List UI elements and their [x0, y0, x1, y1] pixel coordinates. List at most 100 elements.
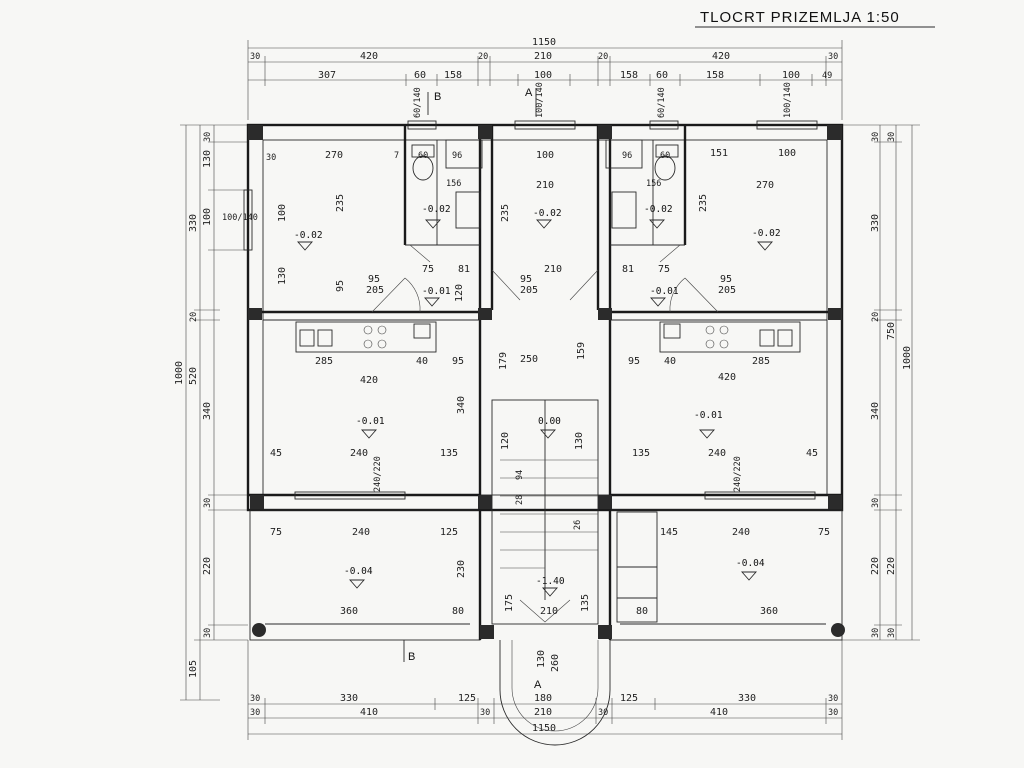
level-tr-room: -0.02 [752, 228, 781, 239]
right-inner-dim-7: 30 [871, 628, 881, 638]
dim-hc-1: 100 [536, 150, 554, 161]
dim-ll-4: 135 [440, 448, 458, 459]
top-dim-1: 30 [250, 52, 260, 62]
dim-tl-6: 30 [266, 153, 276, 163]
right-mid-dim-3: 220 [886, 557, 897, 575]
dim-tr-2: 235 [698, 194, 709, 212]
room-top-left: -0.02 270 235 100 130 95 30 [266, 150, 346, 292]
dim-tl2-6: 230 [456, 560, 467, 578]
dim-kl-3: 95 [452, 356, 464, 367]
dim-kr-2: 40 [664, 356, 676, 367]
top-row3-7: 158 [706, 70, 724, 81]
section-marker-a-bottom: A [534, 679, 542, 691]
level-stair: 0.00 [538, 416, 561, 427]
left-inner-dim-2: 130 [202, 150, 213, 168]
bottom-row1-6: 330 [738, 693, 756, 704]
top-overall-dim: 1150 [532, 37, 556, 48]
level-tl-room: -0.02 [294, 230, 323, 241]
dim-lr-2: 135 [632, 448, 650, 459]
left-inner-dim-4: 340 [202, 402, 213, 420]
bottom-row2-2: 410 [360, 707, 378, 718]
top-row3-5: 158 [620, 70, 638, 81]
bottom-row1-5: 125 [620, 693, 638, 704]
room-hall-right: -0.01 81 75 95 205 [622, 264, 736, 297]
left-inner-dim-7: 30 [203, 628, 213, 638]
dim-hl-3: 120 [454, 284, 465, 302]
top-dim-6: 420 [712, 51, 730, 62]
dim-st-1: 250 [520, 354, 538, 365]
level-markers [297, 219, 773, 597]
dim-en-3: 135 [580, 594, 591, 612]
room-hall-left: -0.01 75 81 120 95 205 [366, 264, 470, 302]
dim-tl2-7: 240/220 [373, 456, 383, 492]
top-row3-9: 49 [822, 71, 832, 81]
bottom-row2-5: 30 [598, 708, 608, 718]
dim-tl-1: 270 [325, 150, 343, 161]
sanitary-fixtures [411, 139, 679, 229]
dim-hr-4: 205 [718, 285, 736, 296]
room-terrace-left: -0.04 75 240 125 360 80 230 240/220 [270, 456, 467, 617]
level-terrace-right: -0.04 [736, 558, 765, 569]
room-living-right: -0.01 420 135 240 45 [632, 372, 818, 459]
left-inner-dim-1: 30 [203, 132, 213, 142]
bottom-dimension-chain: 30 330 125 180 125 330 30 30 410 30 210 … [247, 640, 843, 740]
dim-hr-1: 81 [622, 264, 634, 275]
bottom-row2-4: 210 [534, 707, 552, 718]
left-mid-dim-4: 105 [188, 660, 199, 678]
dim-br-3: 156 [646, 179, 661, 189]
dim-hl-4: 95 [368, 274, 380, 285]
dim-tr2-4: 360 [760, 606, 778, 617]
dim-st-7: 28 [515, 495, 525, 505]
dim-tl-3: 100 [277, 204, 288, 222]
window-dim-1: 60/140 [413, 87, 423, 118]
dim-ll-3: 240 [350, 448, 368, 459]
dim-tl2-4: 360 [340, 606, 358, 617]
dim-tl-4: 130 [277, 267, 288, 285]
drawing-title: TLOCRT PRIZEMLJA 1:50 [700, 9, 900, 26]
room-hall-center: -0.02 100 210 235 210 95 205 [500, 150, 562, 296]
left-inner-dim-5: 30 [203, 498, 213, 508]
dim-hr-3: 95 [720, 274, 732, 285]
bottom-row1-1: 30 [250, 694, 260, 704]
section-marker-b-bottom: B [408, 651, 415, 663]
dim-tr-3: 151 [710, 148, 728, 159]
right-inner-dim-4: 340 [870, 402, 881, 420]
dim-tl2-5: 80 [452, 606, 464, 617]
bottom-row2-3: 30 [480, 708, 490, 718]
structural-columns [248, 125, 845, 639]
dim-tr2-5: 80 [636, 606, 648, 617]
right-inner-dim-1: 30 [871, 132, 881, 142]
dim-bl-3: 156 [446, 179, 461, 189]
room-kitchen-left: 285 40 95 [315, 356, 464, 367]
level-hall-left: -0.01 [422, 286, 451, 297]
dim-tl-5: 95 [335, 280, 346, 292]
kitchen-counters [295, 321, 801, 353]
dim-hr-2: 75 [658, 264, 670, 275]
left-window-dim: 100/140 [222, 213, 258, 223]
left-inner-dim-6: 220 [202, 557, 213, 575]
left-mid-dim-1: 330 [188, 214, 199, 232]
entrance-porch: -1.40 210 175 135 130 260 [504, 576, 591, 672]
room-bath-right: -0.02 96 60 156 [622, 151, 673, 215]
section-marker-b-top: B [434, 91, 441, 103]
top-dim-2: 420 [360, 51, 378, 62]
dim-st-2: 179 [498, 352, 509, 370]
dim-bl-2: 96 [452, 151, 462, 161]
room-bath-left: -0.02 60 96 156 7 [394, 151, 462, 215]
left-outer-dim: 1000 [174, 361, 185, 385]
door-swings [371, 244, 719, 313]
top-dim-4: 210 [534, 51, 552, 62]
dim-tr-1: 270 [756, 180, 774, 191]
dim-st-8: 26 [573, 520, 583, 530]
top-row3-4: 100 [534, 70, 552, 81]
top-row3-6: 60 [656, 70, 668, 81]
dim-kr-1: 95 [628, 356, 640, 367]
window-dim-4: 100/140 [783, 82, 793, 118]
dim-bl-1: 60 [418, 151, 428, 161]
right-inner-dim-6: 220 [870, 557, 881, 575]
window-dim-2: 100/140 [535, 82, 545, 118]
level-living-left: -0.01 [356, 416, 385, 427]
dim-ll-5: 340 [456, 396, 467, 414]
bottom-row2-6: 410 [710, 707, 728, 718]
